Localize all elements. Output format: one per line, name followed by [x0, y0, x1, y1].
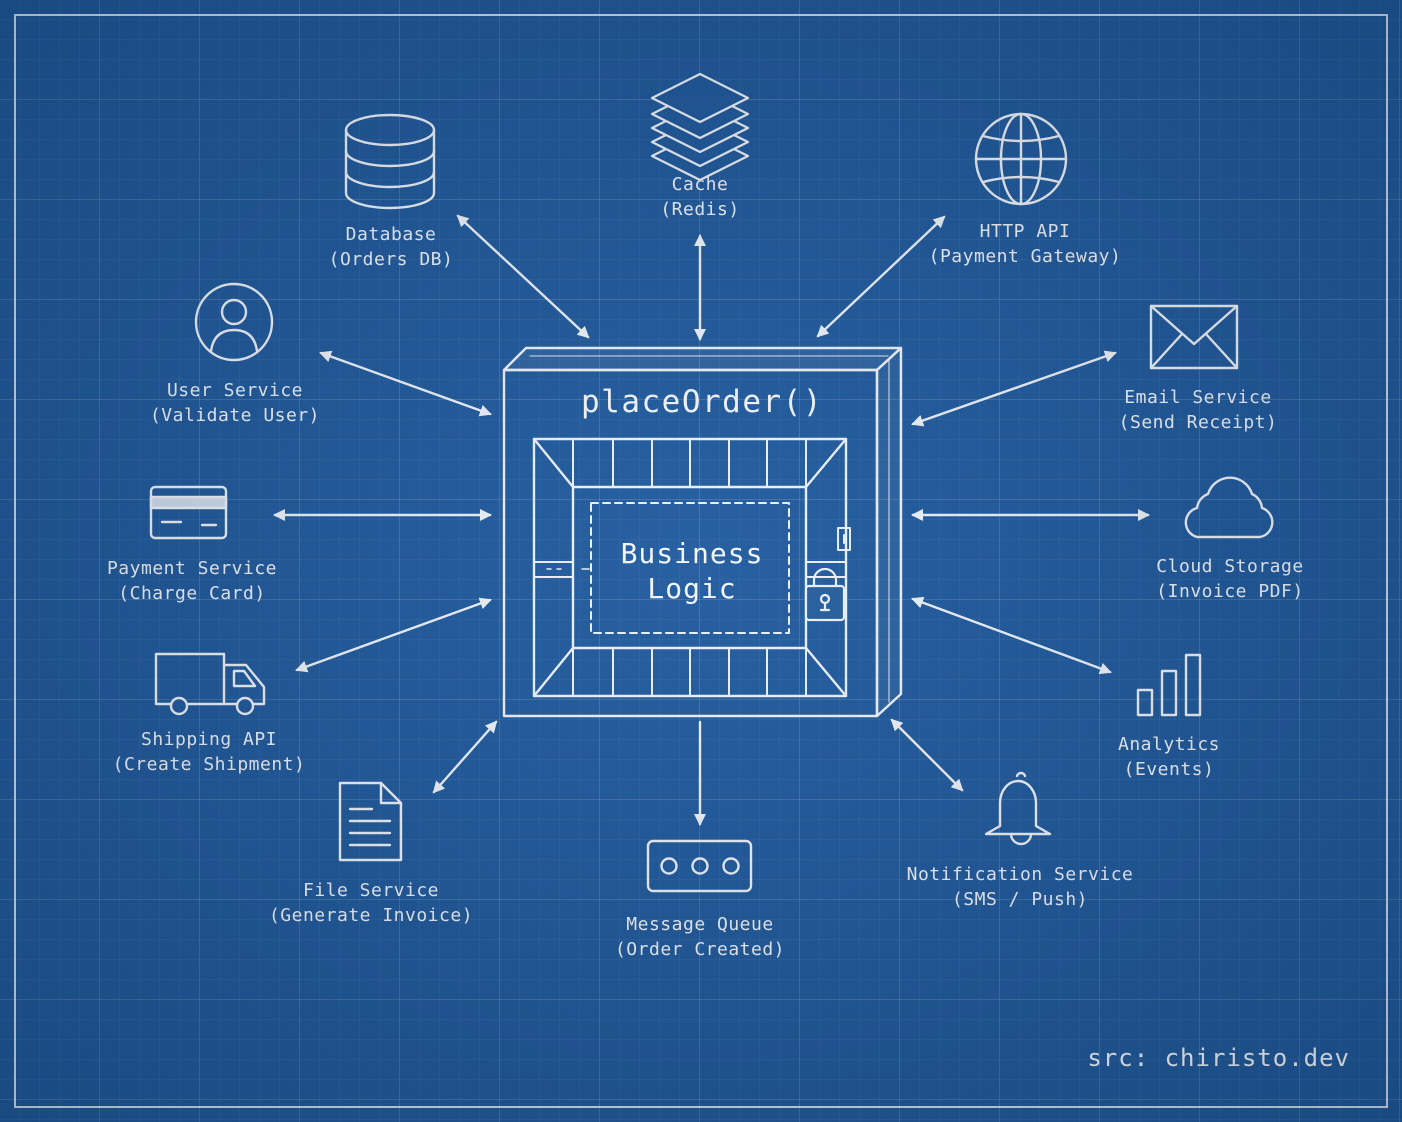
- node-subtitle: (Charge Card): [118, 583, 266, 604]
- node-title: Payment Service: [106, 558, 278, 579]
- core-label-line-2: Logic: [647, 572, 737, 605]
- document-icon: [338, 781, 403, 862]
- central-component: [502, 346, 903, 718]
- bar-chart-icon: [1136, 653, 1202, 717]
- envelope-icon: [1149, 304, 1239, 370]
- lock-icon: [804, 567, 846, 622]
- node-subtitle: (Invoice PDF): [1156, 581, 1304, 602]
- node-cache: Cache (Redis): [660, 172, 739, 222]
- node-file-service: File Service (Generate Invoice): [269, 878, 473, 928]
- arrow-notification-service: [890, 718, 964, 792]
- arrow-database: [456, 214, 590, 339]
- node-title: Email Service: [1124, 387, 1272, 408]
- node-subtitle: (SMS / Push): [951, 889, 1089, 910]
- arrow-file-service: [432, 720, 498, 794]
- function-title: placeOrder(): [581, 384, 823, 420]
- queue-icon: [646, 839, 753, 893]
- node-subtitle: (Create Shipment): [112, 754, 306, 775]
- database-icon: [344, 113, 436, 210]
- connections: [273, 214, 1150, 826]
- arrow-user-service: [319, 350, 492, 417]
- node-cloud-storage: Cloud Storage (Invoice PDF): [1156, 554, 1303, 604]
- bell-icon: [984, 771, 1052, 846]
- arrow-shipping-api: [295, 597, 492, 673]
- node-subtitle: (Events): [1123, 759, 1215, 780]
- source-credit: src: chiristo.dev: [1087, 1044, 1350, 1072]
- node-message-queue: Message Queue (Order Created): [615, 912, 785, 962]
- node-subtitle: (Payment Gateway): [928, 246, 1122, 267]
- core-label-line-1: Business: [620, 537, 764, 570]
- arrow-email-service: [911, 350, 1117, 427]
- node-subtitle: (Send Receipt): [1118, 412, 1278, 433]
- node-title: Database: [345, 224, 437, 245]
- core-label: Business Logic: [621, 536, 764, 606]
- truck-icon: [154, 652, 266, 716]
- node-title: Cloud Storage: [1156, 556, 1304, 577]
- node-notification-service: Notification Service (SMS / Push): [907, 862, 1134, 912]
- node-title: Shipping API: [140, 729, 278, 750]
- layers-icon: [650, 72, 750, 182]
- node-title: Cache: [671, 174, 729, 195]
- node-shipping-api: Shipping API (Create Shipment): [113, 727, 306, 777]
- node-database: Database (Orders DB): [329, 222, 454, 272]
- node-analytics: Analytics (Events): [1118, 732, 1220, 782]
- credit-card-icon: [149, 485, 228, 540]
- user-icon: [194, 282, 274, 362]
- node-title: Analytics: [1117, 734, 1221, 755]
- globe-icon: [974, 112, 1068, 206]
- node-title: User Service: [166, 380, 304, 401]
- arrow-http-api: [816, 215, 946, 338]
- node-user-service: User Service (Validate User): [150, 378, 320, 428]
- node-title: HTTP API: [979, 221, 1071, 242]
- node-http-api: HTTP API (Payment Gateway): [929, 219, 1122, 269]
- node-title: File Service: [302, 880, 440, 901]
- node-payment-service: Payment Service (Charge Card): [107, 556, 277, 606]
- node-subtitle: (Generate Invoice): [268, 905, 474, 926]
- cloud-icon: [1184, 476, 1274, 539]
- node-subtitle: (Redis): [660, 199, 740, 220]
- node-email-service: Email Service (Send Receipt): [1119, 385, 1278, 435]
- node-subtitle: (Orders DB): [328, 249, 454, 270]
- node-subtitle: (Validate User): [149, 405, 321, 426]
- node-title: Message Queue: [626, 914, 774, 935]
- node-title: Notification Service: [906, 864, 1134, 885]
- node-subtitle: (Order Created): [614, 939, 786, 960]
- arrow-analytics: [911, 596, 1112, 675]
